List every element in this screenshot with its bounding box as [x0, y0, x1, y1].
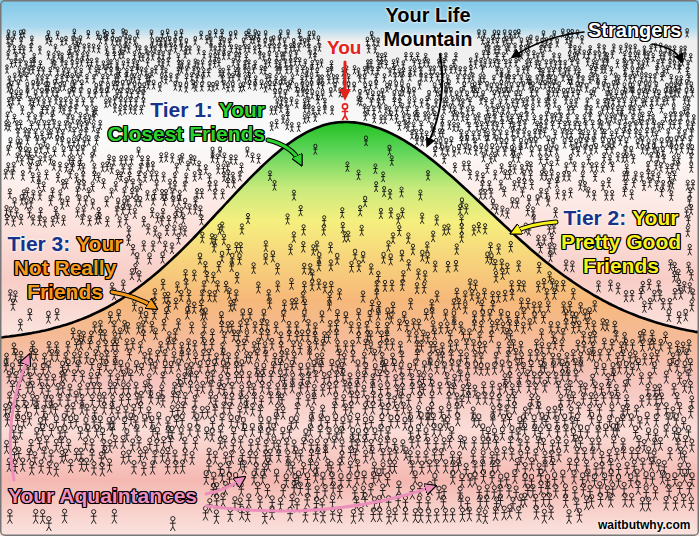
- strangers-label: Strangers: [588, 19, 681, 41]
- you-figure: [342, 104, 348, 120]
- acquaintance-arrow: [10, 358, 28, 480]
- tier-number: Tier 2:: [564, 206, 627, 229]
- figure-body: [342, 109, 348, 120]
- arrow-outline: [514, 222, 556, 232]
- mountain-arrow: [428, 54, 442, 144]
- figure-head: [342, 104, 347, 109]
- tier1-arrow: [268, 140, 300, 162]
- leader-arrows: [10, 32, 681, 511]
- arrow-outline: [268, 140, 300, 162]
- acquaintances-label: Your Aquaintances: [8, 484, 197, 507]
- label-group: Tier 1:Your Closest Friends: [78, 98, 265, 146]
- strangers-arrow: [514, 32, 584, 56]
- stick-figure-crowd: [3, 29, 696, 531]
- acquaintance-arrow: [206, 479, 242, 494]
- label-group: Tier 3:Your Not Really Friends: [3, 232, 127, 304]
- strangers-arrow: [652, 44, 681, 60]
- tier-number: Tier 3:: [8, 232, 71, 255]
- mountain-label: Your Life Mountain: [384, 4, 473, 50]
- you-label: You: [327, 37, 361, 58]
- label-group: Your Life Mountain: [372, 3, 484, 51]
- watermark: waitbutwhy.com: [598, 518, 690, 532]
- you-arrow: [344, 62, 347, 96]
- tier-number: Tier 1:: [150, 98, 213, 121]
- tier2-arrow: [514, 222, 556, 232]
- label-group: Tier 2:Your Pretty Good Friends: [548, 206, 694, 278]
- tier3-arrow: [112, 292, 154, 307]
- label-group: waitbutwhy.com: [598, 518, 690, 532]
- label-group: Your Aquaintances: [8, 484, 197, 508]
- label-group: You: [327, 36, 361, 60]
- label-group: Strangers: [588, 18, 681, 42]
- arrow-outline: [112, 292, 154, 307]
- acquaintance-arrow: [206, 487, 432, 511]
- mountain-outline: [0, 122, 699, 338]
